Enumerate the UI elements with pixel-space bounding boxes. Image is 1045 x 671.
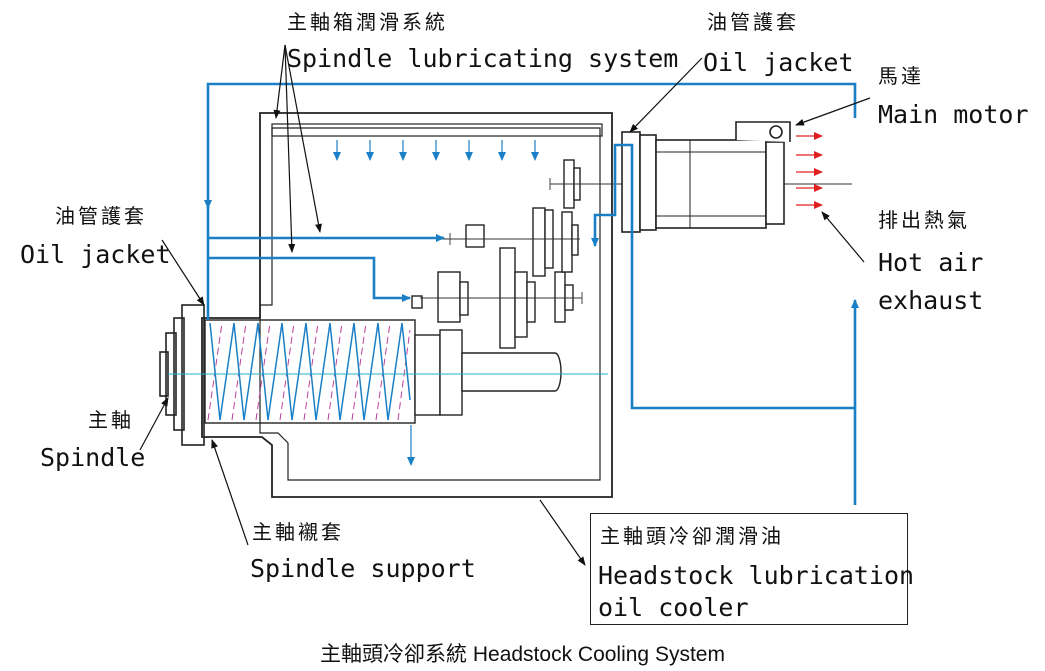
oil-cooler-label-en-1: Headstock lubrication: [598, 561, 915, 590]
oil-jacket-top-label-en: Oil jacket: [703, 48, 854, 77]
spindle-lube-label-en: Spindle lubricating system: [287, 44, 679, 73]
oil-jacket-top-label-zh: 油管護套: [707, 10, 799, 34]
spindle-lube-label-zh: 主軸箱潤滑系統: [287, 10, 448, 34]
main-motor: [621, 121, 791, 233]
spindle-support-label-en: Spindle support: [250, 554, 476, 583]
spindle-sleeve: [204, 319, 416, 424]
oil-cooler-label-en-2: oil cooler: [598, 593, 749, 622]
figure-caption: 主軸頭冷卻系統 Headstock Cooling System: [320, 643, 725, 666]
coolant-circuit: [204, 82, 859, 505]
lube-drips: [333, 140, 539, 466]
spindle-label-zh: 主軸: [88, 408, 134, 432]
oil-cooler-box: [590, 513, 908, 625]
spindle-support-label-zh: 主軸襯套: [252, 520, 344, 544]
main-motor-label-zh: 馬達: [878, 64, 924, 88]
oil-cooler-label-zh: 主軸頭冷卻潤滑油: [600, 524, 784, 548]
main-motor-label-en: Main motor: [878, 100, 1029, 129]
spindle-shaft-gears: [411, 159, 581, 416]
headstock-housing: [201, 112, 613, 498]
spindle-nose: [159, 304, 205, 446]
hot-air-label-zh: 排出熱氣: [878, 208, 970, 232]
leader-lines: [139, 44, 871, 566]
hot-air-label-en-1: Hot air: [878, 248, 984, 277]
hot-air-label-en-2: exhaust: [878, 286, 984, 315]
hot-air-arrows: [796, 132, 823, 209]
spindle-label-en: Spindle: [40, 443, 146, 472]
oil-jacket-left-label-zh: 油管護套: [55, 204, 147, 228]
oil-jacket-left-label-en: Oil jacket: [20, 240, 171, 269]
motor-fins: [656, 140, 766, 228]
